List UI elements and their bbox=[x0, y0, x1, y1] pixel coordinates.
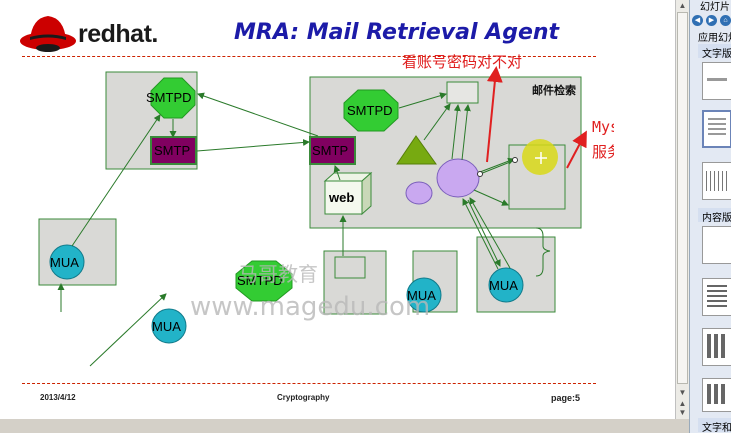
mua-circle-left bbox=[49, 244, 85, 280]
mua-bottom-mid-label: MUA bbox=[407, 288, 436, 303]
arrow-mua-bottom-left bbox=[89, 293, 167, 367]
footer-divider bbox=[22, 383, 596, 384]
inner-box-small bbox=[334, 256, 366, 279]
slide-layout-pane: 幻灯片 ◀ ▶ ⌂ 应用幻灯 文字版式 内容版式 文字和 bbox=[689, 0, 731, 433]
arrow-mua-to-auth-1 bbox=[462, 198, 499, 270]
scroll-up-icon[interactable]: ▲ bbox=[678, 1, 687, 10]
arrow-mua-to-smtpd bbox=[71, 114, 161, 247]
pane-back-icon[interactable]: ◀ bbox=[692, 15, 703, 26]
red-arrow-mysql bbox=[566, 130, 587, 169]
smtpd-hexagon-center bbox=[343, 89, 399, 132]
canvas-gutter bbox=[614, 0, 675, 419]
web-cube-side bbox=[361, 171, 372, 216]
annotation-mysql-server: 服务器 bbox=[592, 143, 614, 161]
slide-canvas: redhat. MRA: Mail Retrieval Agent bbox=[18, 10, 614, 403]
web-label: web bbox=[329, 190, 355, 205]
arrow-auth-to-mysql-2 bbox=[473, 189, 509, 206]
watermark-cn: 马哥教育 bbox=[238, 262, 318, 286]
header-divider bbox=[22, 56, 596, 57]
mail-search-label: 邮件检索 bbox=[532, 84, 576, 97]
footer-page: page:5 bbox=[551, 393, 581, 403]
mysql-connector bbox=[479, 159, 516, 175]
brace-right bbox=[535, 227, 551, 277]
triangle-shape bbox=[396, 135, 437, 165]
slide-title: MRA: Mail Retrieval Agent bbox=[234, 20, 560, 45]
vertical-scrollbar[interactable]: ▲ ▼ ▲ ▼ bbox=[675, 0, 690, 419]
pane-header: 幻灯片 bbox=[700, 2, 730, 13]
layout-thumb-3[interactable] bbox=[702, 162, 731, 200]
next-slide-icon[interactable]: ▼ bbox=[678, 408, 687, 417]
shadowman-icon bbox=[20, 16, 76, 52]
mua-circle-bottom-mid bbox=[406, 277, 442, 313]
brand-wordmark: redhat. bbox=[78, 20, 158, 48]
annotation-password-check: 看账号密码对不对 bbox=[402, 53, 523, 71]
smtp-center-label: SMTP bbox=[312, 143, 349, 158]
arrow-smtp-to-smtp bbox=[196, 138, 310, 152]
smtp-box-center bbox=[309, 136, 356, 165]
red-arrow-password bbox=[486, 66, 503, 163]
pane-home-icon[interactable]: ⌂ bbox=[720, 15, 731, 26]
scroll-down-icon[interactable]: ▼ bbox=[678, 388, 687, 397]
smtp-box-left bbox=[150, 136, 197, 165]
prev-slide-icon[interactable]: ▲ bbox=[678, 399, 687, 408]
pane-section-text: 文字版式 bbox=[698, 44, 731, 60]
redhat-logo: redhat. bbox=[18, 10, 178, 56]
mua-bottom-right-label: MUA bbox=[489, 278, 518, 293]
mua-circle-bottom-right bbox=[488, 267, 524, 303]
smtp-left-label: SMTP bbox=[154, 143, 191, 158]
layout-thumb-5[interactable] bbox=[702, 278, 731, 316]
arrow-mua-to-auth-2 bbox=[469, 197, 511, 269]
arrow-smtp-to-smtpd-back bbox=[197, 92, 319, 137]
mra-diagram bbox=[38, 66, 587, 367]
arrow-web-to-smtp bbox=[333, 165, 341, 181]
smtpd-hexagon-left bbox=[150, 77, 196, 119]
layout-thumb-4[interactable] bbox=[702, 226, 731, 264]
pane-section-text-content: 文字和 bbox=[698, 418, 731, 433]
smtpd-bottom-label: SMTPD bbox=[237, 273, 283, 288]
pane-section-content: 内容版式 bbox=[698, 208, 731, 224]
layout-thumb-2[interactable] bbox=[702, 110, 731, 148]
footer-topic: Cryptography bbox=[277, 393, 330, 402]
mua-bottom-left-label: MUA bbox=[152, 319, 181, 334]
arrow-auth-to-mysql bbox=[479, 157, 515, 173]
footer-date: 2013/4/12 bbox=[40, 393, 76, 402]
annotation-mysql: Mysql bbox=[592, 118, 614, 136]
small-ellipse bbox=[405, 181, 433, 205]
mailbox-store bbox=[446, 81, 479, 104]
pane-apply-label: 应用幻灯 bbox=[698, 33, 731, 44]
arrow-auth-to-mailbox-2 bbox=[461, 104, 471, 161]
smtpd-center-label: SMTPD bbox=[347, 103, 393, 118]
watermark-url: www.magedu.com bbox=[190, 292, 431, 322]
smtpd-left-label: SMTPD bbox=[146, 90, 192, 105]
web-cube-front bbox=[324, 180, 363, 215]
cursor-highlight bbox=[522, 139, 558, 175]
status-strip bbox=[0, 419, 689, 433]
layout-thumb-7[interactable] bbox=[702, 378, 731, 412]
auth-ellipse bbox=[436, 158, 480, 198]
arrow-triangle-to-mailbox bbox=[423, 103, 451, 141]
layout-thumb-1[interactable] bbox=[702, 62, 731, 100]
arrow-auth-to-mua bbox=[467, 199, 501, 267]
mua-circle-bottom-left bbox=[151, 308, 187, 344]
scroll-thumb[interactable] bbox=[677, 12, 688, 384]
mua-left-label: MUA bbox=[50, 255, 79, 270]
layout-thumb-6[interactable] bbox=[702, 328, 731, 366]
arrow-smtpd-to-mailbox bbox=[398, 92, 447, 109]
smtpd-hexagon-bottom bbox=[235, 260, 293, 302]
pane-forward-icon[interactable]: ▶ bbox=[706, 15, 717, 26]
arrow-auth-to-mailbox-1 bbox=[451, 104, 461, 160]
